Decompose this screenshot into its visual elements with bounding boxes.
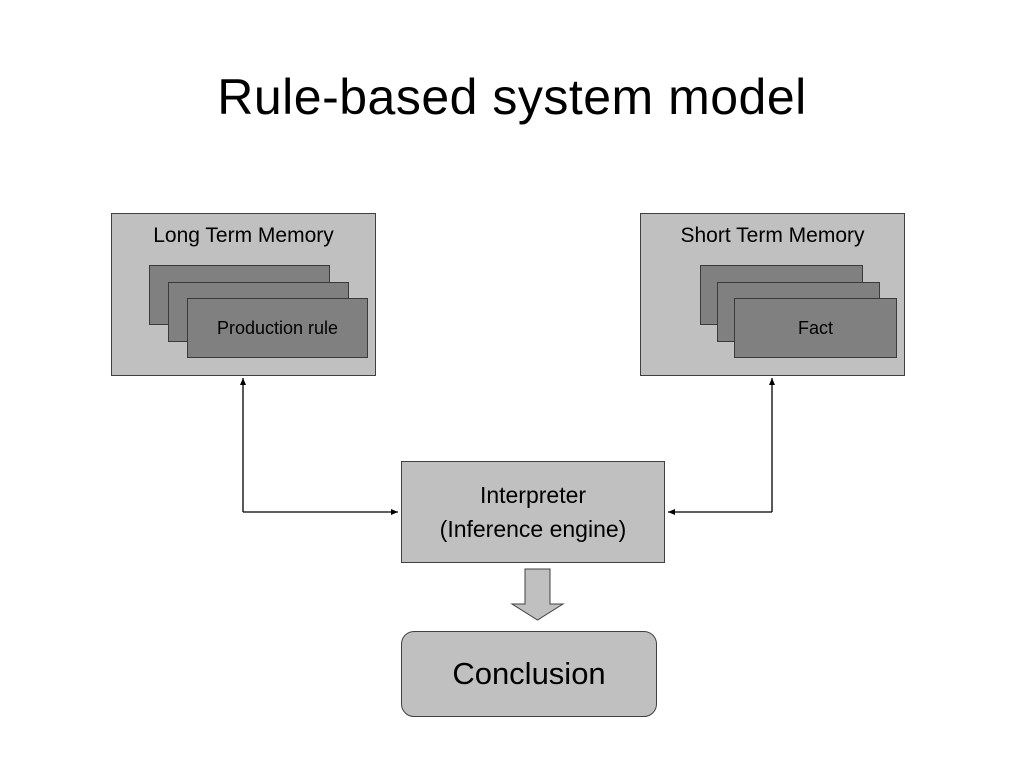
conclusion-box: Conclusion (401, 631, 657, 717)
production-rule-card-front: Production rule (187, 298, 368, 358)
fact-label: Fact (797, 317, 833, 338)
interpreter-box: Interpreter (Inference engine) (401, 461, 665, 563)
conclusion-label: Conclusion (452, 656, 606, 691)
fact-card-front: Fact (734, 298, 897, 358)
production-rule-label: Production rule (216, 317, 339, 338)
block-arrow-down (510, 568, 565, 621)
long-term-memory-label: Long Term Memory (153, 224, 334, 247)
interpreter-title: Interpreter (479, 482, 587, 508)
interpreter-subtitle: (Inference engine) (439, 516, 627, 542)
short-term-memory-box: Short Term Memory Fact (640, 213, 905, 376)
slide-title: Rule-based system model (217, 69, 807, 125)
long-term-memory-box: Long Term Memory Production rule (111, 213, 376, 376)
short-term-memory-label: Short Term Memory (680, 224, 865, 247)
